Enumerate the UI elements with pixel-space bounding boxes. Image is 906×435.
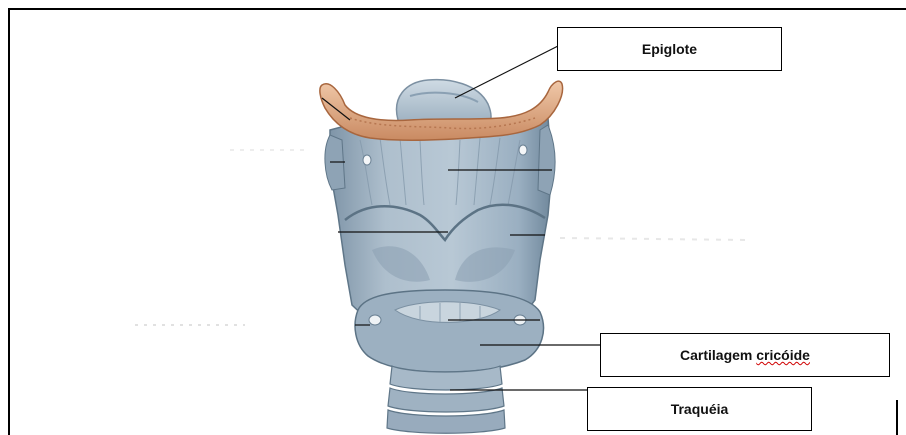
- right-foramen: [519, 145, 527, 155]
- cricoide-label-text: cricóide: [756, 347, 810, 363]
- cartilagem-cricoide-label: Cartilagem cricóide: [600, 333, 890, 377]
- cartilagem-label-text: Cartilagem: [680, 347, 756, 363]
- traqueia-label-text: Traquéia: [671, 401, 729, 417]
- right-horn: [538, 125, 555, 195]
- left-cricoid-joint: [369, 315, 381, 325]
- left-foramen: [363, 155, 371, 165]
- trachea-ring: [387, 410, 505, 433]
- traqueia-label: Traquéia: [587, 387, 812, 431]
- epiglote-leader: [455, 45, 560, 98]
- trachea: [387, 366, 505, 433]
- trachea-ring: [388, 388, 504, 412]
- epiglote-label-text: Epiglote: [642, 41, 697, 57]
- epiglote-label: Epiglote: [557, 27, 782, 71]
